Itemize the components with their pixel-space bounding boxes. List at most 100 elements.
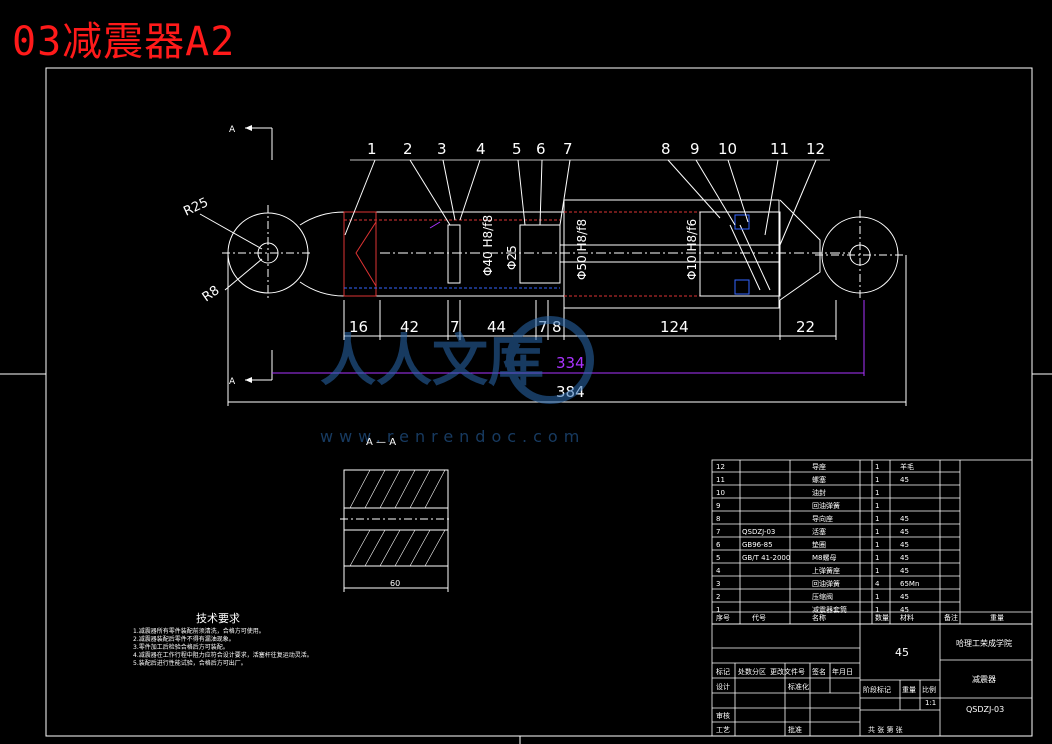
tb-drawing-name: 减震器 bbox=[972, 674, 996, 684]
bom-cell-qty: 1 bbox=[875, 489, 879, 497]
dim-42: 42 bbox=[400, 318, 419, 336]
section-dim-60: 60 bbox=[390, 579, 400, 588]
balloon-6: 6 bbox=[536, 140, 546, 158]
dia-10: Φ10 H8/f6 bbox=[685, 219, 699, 280]
balloon-11: 11 bbox=[770, 140, 789, 158]
balloon-9: 9 bbox=[690, 140, 700, 158]
bom-cell-name: 压缩阀 bbox=[812, 592, 833, 601]
bom-cell-material: 45 bbox=[900, 593, 909, 601]
bom-header: 材料 bbox=[900, 613, 914, 622]
dim-334: 334 bbox=[556, 354, 585, 372]
bom-cell-name: 回油弹簧 bbox=[812, 501, 840, 510]
part-balloons: 1 2 3 4 5 6 7 8 9 10 11 12 bbox=[367, 140, 825, 158]
bom-cell-qty: 1 bbox=[875, 476, 879, 484]
bom-cell-name: 活塞 bbox=[812, 527, 826, 536]
section-label-a-top: A bbox=[229, 125, 236, 135]
bom-cell-name: M8螺母 bbox=[812, 553, 837, 562]
dim-7a: 7 bbox=[450, 318, 460, 336]
title-block-text: 45 哈理工荣成学院 减震器 QSDZJ-03 1:1 标记 处数 分区 更改文… bbox=[716, 638, 1012, 734]
tb-label-change: 更改文件号 bbox=[770, 667, 805, 676]
tb-scale: 1:1 bbox=[925, 699, 936, 707]
bom-cell-name: 垫圈 bbox=[812, 540, 826, 549]
dim-124: 124 bbox=[660, 318, 689, 336]
tech-note-4: 4.减震器在工作行程中阻力应符合设计要求，活塞杆往复运动灵活。 bbox=[133, 652, 313, 659]
tech-requirements: 1.减震器所有零件装配前须清洗，合格方可使用。 2.减震器装配后零件不得有漏油现… bbox=[133, 628, 553, 668]
tech-note-5: 5.装配后进行性能试验，合格后方可出厂。 bbox=[133, 660, 247, 667]
section-label-a-bottom: A bbox=[229, 377, 236, 387]
bom-cell-name: 导座 bbox=[812, 462, 826, 471]
bom-cell-no: 11 bbox=[716, 476, 725, 484]
bom-cell-name: 导向座 bbox=[812, 514, 833, 523]
bom-cell-no: 3 bbox=[716, 580, 720, 588]
radius-r8: R8 bbox=[200, 283, 223, 305]
dim-8: 8 bbox=[552, 318, 562, 336]
bom-cell-material: 45 bbox=[900, 528, 909, 536]
balloon-12: 12 bbox=[806, 140, 825, 158]
bom-cell-material: 65Mn bbox=[900, 580, 919, 588]
balloon-10: 10 bbox=[718, 140, 737, 158]
bom-cell-no: 9 bbox=[716, 502, 720, 510]
bom-cell-material: 45 bbox=[900, 554, 909, 562]
bom-cell-no: 12 bbox=[716, 463, 725, 471]
balloon-4: 4 bbox=[476, 140, 486, 158]
bom-cell-qty: 1 bbox=[875, 463, 879, 471]
balloon-7: 7 bbox=[563, 140, 573, 158]
tb-material: 45 bbox=[895, 646, 909, 659]
bom-table bbox=[711, 459, 1033, 625]
bom-cell-qty: 1 bbox=[875, 606, 879, 614]
bom-cell-qty: 1 bbox=[875, 554, 879, 562]
bom-cell-material: 45 bbox=[900, 515, 909, 523]
tech-requirements-title: 技术要求 bbox=[196, 612, 240, 625]
bom-cell-no: 5 bbox=[716, 554, 720, 562]
bom-cell-name: 回油弹簧 bbox=[812, 579, 840, 588]
bom-cell-qty: 1 bbox=[875, 528, 879, 536]
bom-cell-name: 减震器套筒 bbox=[812, 605, 847, 614]
dim-7b: 7 bbox=[538, 318, 548, 336]
bom-cell-no: 4 bbox=[716, 567, 721, 575]
right-mounting-eye bbox=[779, 199, 905, 301]
dia-25: Φ25 bbox=[505, 245, 519, 270]
watermark-logo: 人人文库 bbox=[320, 329, 544, 394]
dia-40: Φ40 H8/f8 bbox=[481, 215, 495, 276]
tb-label-standard: 标准化 bbox=[788, 682, 809, 691]
balloon-3: 3 bbox=[437, 140, 447, 158]
bom-cell-code: GB/T 41-2000 bbox=[742, 554, 790, 562]
bom-cell-qty: 1 bbox=[875, 541, 879, 549]
bom-cell-no: 1 bbox=[716, 606, 720, 614]
bom-header: 重量 bbox=[990, 614, 1004, 622]
tb-label-scale: 比例 bbox=[922, 685, 936, 694]
tb-school: 哈理工荣成学院 bbox=[956, 638, 1012, 648]
balloon-leaders bbox=[344, 159, 830, 246]
bom-cell-name: 螺塞 bbox=[812, 475, 826, 484]
bom-cell-material: 羊毛 bbox=[900, 462, 914, 471]
dia-50: Φ50 H8/f8 bbox=[575, 219, 589, 280]
dim-22: 22 bbox=[796, 318, 815, 336]
bom-header: 序号 bbox=[716, 613, 730, 622]
bom-cell-material: 45 bbox=[900, 567, 909, 575]
dim-44: 44 bbox=[487, 318, 506, 336]
tb-label-weight: 重量 bbox=[902, 686, 916, 694]
section-marker-top: A bbox=[229, 125, 273, 160]
section-view: A — A 60 bbox=[340, 437, 452, 592]
tb-label-date: 年月日 bbox=[832, 667, 853, 676]
drawing-title: 03减震器A2 bbox=[12, 19, 236, 65]
tb-label-process: 工艺 bbox=[716, 726, 730, 734]
bom-cell-qty: 1 bbox=[875, 502, 879, 510]
bom-cell-no: 2 bbox=[716, 593, 720, 601]
tech-note-1: 1.减震器所有零件装配前须清洗，合格方可使用。 bbox=[133, 628, 265, 635]
cylinder-body bbox=[343, 199, 850, 309]
tb-drawing-no: QSDZJ-03 bbox=[966, 705, 1004, 714]
bom-cell-code: GB96-85 bbox=[742, 541, 773, 549]
bom-header: 备注 bbox=[944, 613, 958, 622]
bom-cell-name: 上弹簧座 bbox=[812, 566, 840, 575]
tb-label-approve: 批准 bbox=[788, 725, 802, 734]
bom-cell-qty: 4 bbox=[875, 580, 880, 588]
balloon-2: 2 bbox=[403, 140, 413, 158]
sheet-border bbox=[45, 67, 1033, 737]
tb-label-mark: 标记 bbox=[716, 667, 730, 676]
bom-header: 数量 bbox=[875, 613, 889, 622]
watermark-url: www.renrendoc.com bbox=[320, 427, 585, 446]
tb-label-design: 设计 bbox=[716, 682, 730, 691]
